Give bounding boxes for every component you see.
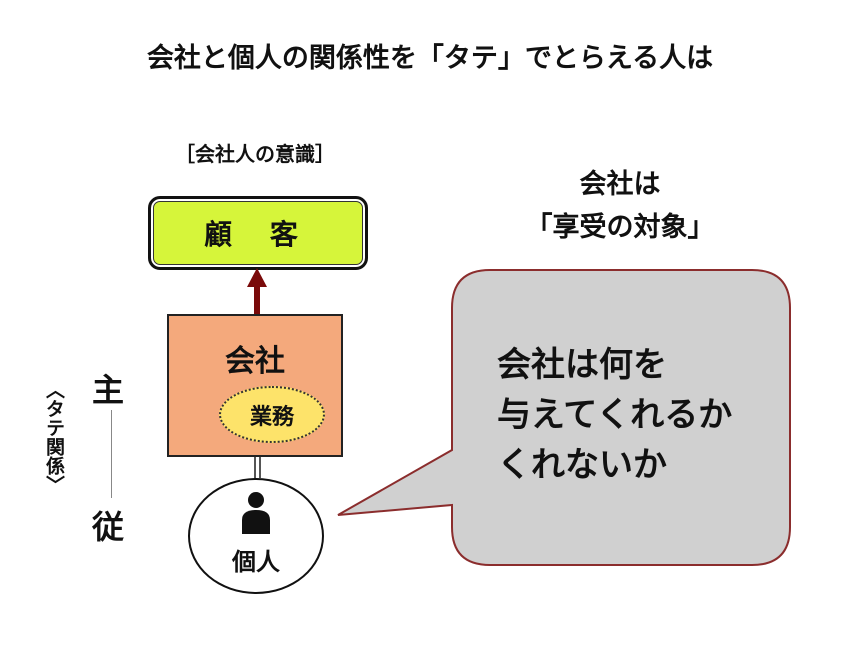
person-icon [242,492,270,534]
relation-line [111,410,112,498]
bubble-line: 会社は何を [497,345,667,385]
business-ellipse: 業務 [219,386,325,443]
relation-label: 〈タテ関係〉 [43,380,65,494]
speech-bubble [337,269,791,566]
right-heading-2: 「享受の対象」 [525,212,715,243]
individual-circle: 個人 [188,478,324,594]
right-heading-1: 会社は [579,169,661,200]
diagram-label: ［会社人の意識］ [175,142,335,166]
bubble-line: 与えてくれるか [497,395,733,435]
slide-title: 会社と個人の関係性を「タテ」でとらえる人は [146,43,714,74]
master-label: 主 [92,371,125,409]
follower-label: 従 [92,508,125,546]
bubble-line: くれないか [497,445,667,485]
customer-box: 顧 客 [148,196,368,270]
company-label: 会社 [225,344,285,379]
company-box: 会社 業務 [167,314,343,457]
arrow-head-icon [247,268,267,287]
individual-label: 個人 [232,548,280,576]
bubble-text: 会社は何を 与えてくれるか くれないか [497,340,732,490]
